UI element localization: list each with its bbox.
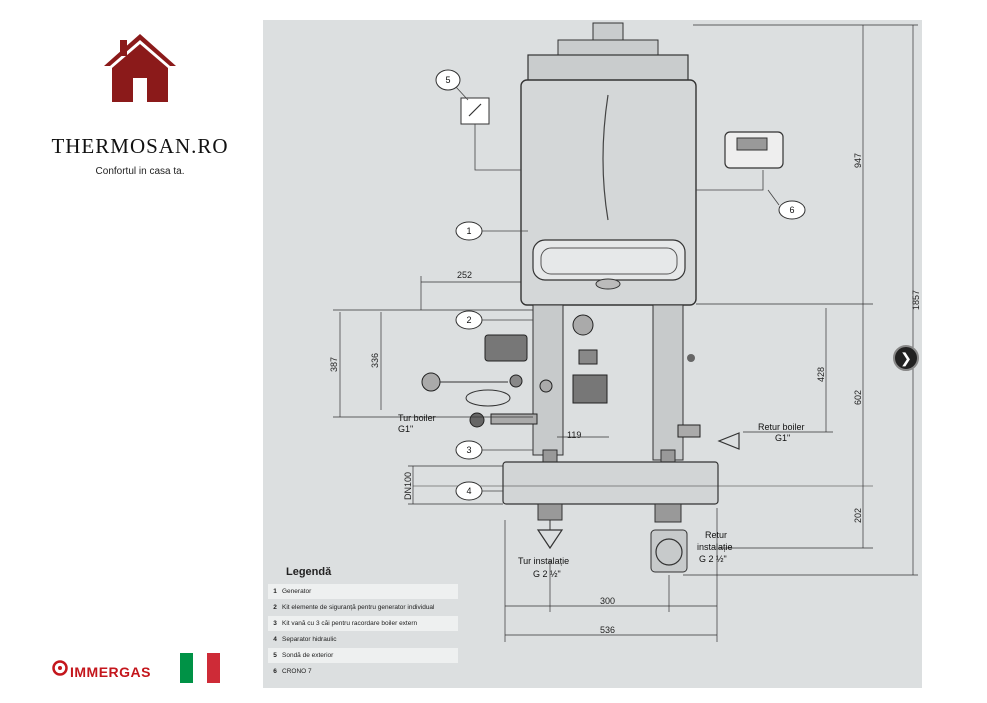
callout-4: 4: [455, 481, 503, 501]
dim-300: 300: [600, 596, 615, 606]
italy-flag-icon: [180, 653, 220, 683]
dim-428: 428: [816, 367, 826, 382]
diagram-drawing: 1 2 3 4 5 6: [329, 22, 921, 642]
callout-3: 3: [455, 440, 533, 460]
callout-1: 1: [455, 221, 528, 241]
brand-name: THERMOSAN.RO: [51, 134, 229, 158]
dim-202: 202: [853, 508, 863, 523]
tur-boiler-label: Tur boiler: [398, 413, 436, 423]
technical-diagram: 1 2 3 4 5 6: [263, 20, 922, 688]
brand-panel: THERMOSAN.RO Confortul in casa ta. IMMER…: [0, 0, 262, 703]
svg-text:4: 4: [466, 486, 471, 496]
dim-252: 252: [457, 270, 472, 280]
dim-1857: 1857: [911, 290, 921, 310]
legend-title: Legendă: [286, 566, 332, 578]
chevron-right-icon: ❯: [900, 349, 912, 366]
dim-947: 947: [853, 153, 863, 168]
tur-instalatie-size: G 2 ½": [533, 569, 561, 579]
svg-text:2: 2: [466, 315, 471, 325]
retur-boiler-size: G1": [775, 433, 790, 443]
tur-boiler-size: G1": [398, 424, 413, 434]
brand-tagline: Confortul in casa ta.: [95, 166, 185, 177]
retur-instalatie-size: G 2 ½": [699, 554, 727, 564]
svg-text:5: 5: [445, 75, 450, 85]
retur-boiler-label: Retur boiler: [758, 422, 805, 432]
retur-instalatie-label: instalație: [697, 542, 733, 552]
dim-536: 536: [600, 625, 615, 635]
house-logo-icon: [104, 34, 176, 102]
dim-602: 602: [853, 390, 863, 405]
dim-387: 387: [329, 357, 339, 372]
dim-dn100: DN100: [403, 472, 413, 500]
svg-text:1: 1: [466, 226, 471, 236]
svg-text:6: 6: [789, 205, 794, 215]
immergas-logo-icon: [52, 660, 68, 676]
dim-336: 336: [370, 353, 380, 368]
callout-5: 5: [435, 69, 469, 101]
callout-2: 2: [455, 310, 533, 330]
callout-6: 6: [767, 189, 806, 220]
svg-text:3: 3: [466, 445, 471, 455]
next-slide-button[interactable]: ❯: [893, 345, 919, 371]
dim-119: 119: [567, 430, 581, 440]
retur-label: Retur: [705, 530, 727, 540]
tur-instalatie-label: Tur instalație: [518, 556, 569, 566]
partner-logo-text: IMMERGAS: [70, 664, 151, 680]
